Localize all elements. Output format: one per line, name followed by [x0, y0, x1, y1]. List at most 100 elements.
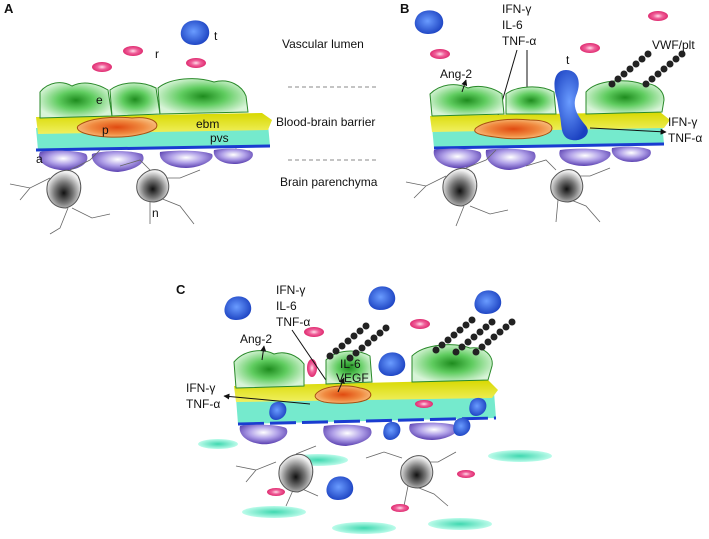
edema-patch	[488, 450, 552, 462]
endothelial-cell	[109, 82, 161, 117]
growth-factor-label: IL-6	[340, 357, 361, 371]
ang2-label: Ang-2	[240, 332, 272, 346]
red-blood-cell	[430, 49, 450, 59]
red-blood-cell	[415, 400, 433, 408]
endothelial-cell	[233, 350, 305, 389]
label-e: e	[96, 93, 103, 107]
vwf-label: VWF/plt	[652, 38, 695, 52]
leukocyte-cell	[180, 20, 210, 45]
cytokine-arrow	[223, 393, 311, 405]
cytokine-arrow	[589, 127, 667, 135]
cytokine-label: IFN-γ	[502, 2, 531, 16]
vwf-platelet-chains	[326, 316, 516, 362]
endothelial-cell	[39, 82, 113, 119]
endothelial-cell	[585, 80, 665, 115]
region-labels: Vascular lumen Blood-brain barrier Brain…	[276, 37, 378, 189]
region-vascular-lumen: Vascular lumen	[282, 37, 364, 51]
label-p: p	[102, 123, 109, 137]
vwf-platelet-chains	[608, 50, 686, 88]
cytokine-label: IL-6	[276, 299, 297, 313]
neuron-cell	[46, 169, 82, 209]
pericyte-cell	[314, 385, 372, 404]
label-t: t	[214, 29, 218, 43]
label-pvs: pvs	[210, 131, 229, 145]
label-n: n	[152, 206, 159, 220]
cytokine-label: TNF-α	[276, 315, 310, 329]
panel-c: C IFN-γ IL-6 TNF-α Ang-2 IL-6 VEGF	[176, 282, 552, 534]
cytokine-label: IFN-γ	[668, 115, 697, 129]
leukocyte-cell	[269, 401, 287, 420]
region-blood-brain-barrier: Blood-brain barrier	[276, 115, 375, 129]
leukocyte-cell	[368, 286, 396, 310]
panel-a-letter: A	[4, 1, 14, 16]
transmigrating-leukocyte	[554, 70, 588, 141]
neuron-cell	[136, 169, 170, 203]
panel-b-letter: B	[400, 1, 409, 16]
leukocyte-cell	[326, 476, 354, 500]
astrocyte-endfoot	[239, 424, 288, 445]
cytokine-label: TNF-α	[186, 397, 220, 411]
leukocyte-cell	[414, 10, 444, 34]
ang2-arrow	[461, 79, 468, 93]
label-r: r	[155, 47, 159, 61]
red-blood-cell	[92, 62, 112, 72]
edema-patch	[332, 522, 396, 534]
astrocyte-endfoot	[213, 148, 253, 164]
red-blood-cell	[267, 488, 285, 496]
red-blood-cell	[186, 58, 206, 68]
red-blood-cell	[410, 319, 430, 329]
red-blood-cell	[580, 43, 600, 53]
leukocyte-cell	[224, 296, 252, 320]
region-brain-parenchyma: Brain parenchyma	[280, 175, 378, 189]
cytokine-label: IL-6	[502, 18, 523, 32]
astrocyte-endfoot	[409, 422, 459, 440]
panel-a: A t r e p ebm pvs pbm a	[4, 1, 272, 235]
neuron-processes	[9, 149, 201, 235]
cytokine-label: IFN-γ	[276, 283, 305, 297]
cytokine-label: TNF-α	[668, 131, 702, 145]
growth-factor-label: VEGF	[336, 371, 369, 385]
astrocyte-endfoot	[433, 148, 482, 169]
neuron-processes	[405, 149, 611, 227]
red-blood-cell	[457, 470, 475, 478]
parenchymal-basement-membrane	[237, 416, 497, 426]
astrocyte-endfoot	[323, 424, 372, 446]
endothelial-cell	[157, 78, 249, 115]
parenchymal-basement-membrane	[433, 142, 665, 150]
red-blood-cell	[307, 359, 317, 377]
endothelial-cell	[505, 86, 557, 115]
panel-b: B IFN-γ IL-6 TNF-α Ang-2 t VW	[400, 1, 702, 227]
red-blood-cell	[123, 46, 143, 56]
label-ebm: ebm	[196, 117, 219, 131]
astrocyte-endfoot	[611, 146, 651, 162]
leukocyte-cell	[378, 352, 406, 376]
ang2-label: Ang-2	[440, 67, 472, 81]
edema-patch	[428, 518, 492, 530]
edema-patch	[242, 506, 306, 518]
ang2-arrow	[260, 345, 267, 361]
leukocyte-cell	[469, 397, 487, 416]
leukocyte-cell	[383, 421, 401, 440]
neuron-cell	[400, 455, 434, 489]
cytokine-label: TNF-α	[502, 34, 536, 48]
astrocyte-endfoot	[159, 150, 213, 168]
label-a: a	[36, 152, 43, 166]
panel-c-letter: C	[176, 282, 186, 297]
neuron-processes	[235, 445, 457, 507]
edema-patch	[198, 439, 238, 449]
parenchymal-basement-membrane	[35, 144, 271, 152]
pericyte-cell	[76, 116, 158, 138]
red-blood-cell	[304, 327, 324, 337]
astrocyte-endfoot	[38, 150, 88, 171]
astrocyte-endfoot	[485, 148, 536, 170]
label-t: t	[566, 53, 570, 67]
red-blood-cell	[391, 504, 409, 512]
neuron-cell	[278, 453, 314, 493]
neuron-cell	[550, 169, 584, 203]
endothelial-cell	[411, 344, 493, 383]
astrocyte-endfoot	[91, 151, 144, 172]
endothelial-cell	[429, 84, 505, 117]
leukocyte-cell	[474, 290, 502, 314]
astrocyte-endfoot	[559, 148, 611, 166]
